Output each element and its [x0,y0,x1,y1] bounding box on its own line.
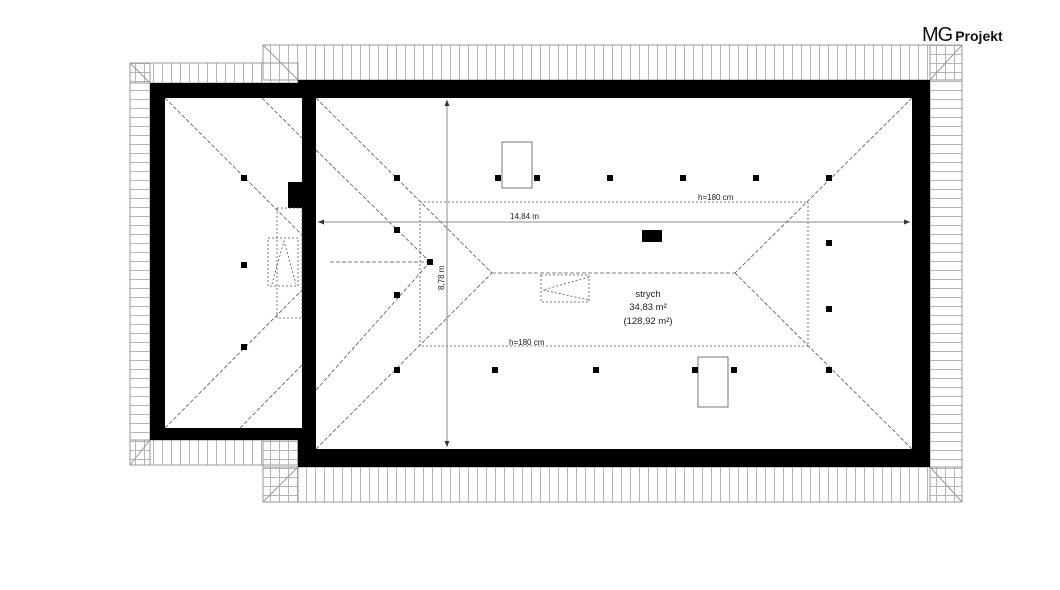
skylights-and-stairs [267,141,729,408]
room-area: 34,83 m² [629,302,667,313]
chimney [288,182,302,208]
dimension-depth-label: 8,78 m [437,265,446,290]
dimension-width-label: 14,84 m [510,212,539,221]
roof-lines [164,97,913,450]
room-area-total: (128,92 m²) [623,316,672,327]
vent-chimney [642,230,662,242]
wing-stair-hatch [267,207,303,319]
logo-brand: MG [922,24,953,46]
height-line-label-bottom: h=180 cm [509,338,545,347]
skylight [697,356,729,408]
walls [150,80,930,467]
dimension-lines [318,100,910,447]
room-name: strych [635,289,660,300]
logo-name: Projekt [955,28,1003,44]
roof-posts [241,175,832,373]
height-line-label-top: h=180 cm [698,193,734,202]
attic-stair-hatch [540,274,590,303]
skylight [501,141,533,189]
